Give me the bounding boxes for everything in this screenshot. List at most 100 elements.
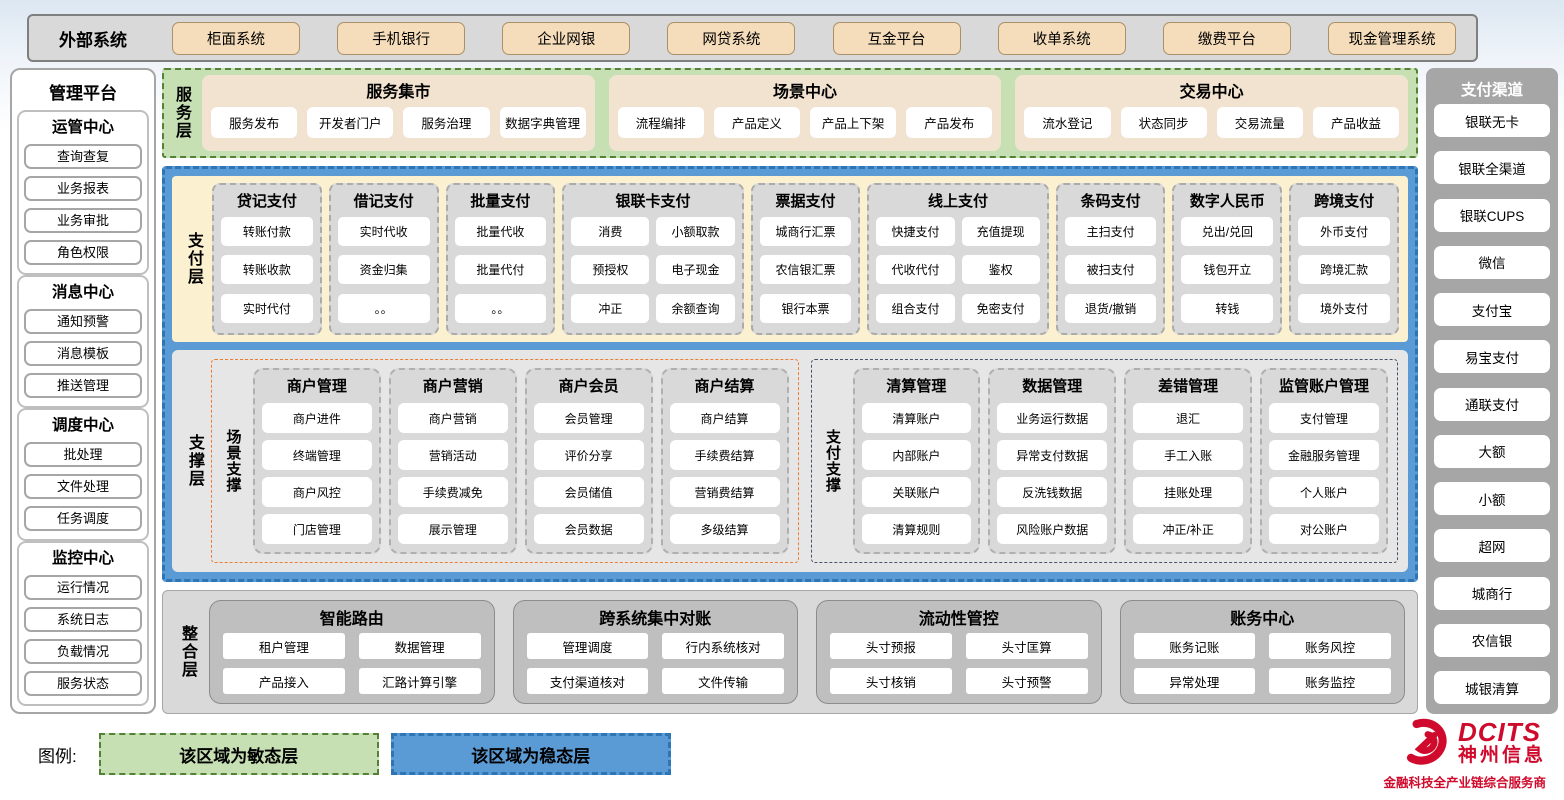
support-item-box: 多级结算 xyxy=(669,514,780,544)
payment-channel-box: 支付宝 xyxy=(1434,293,1550,326)
support-group: 支付支撑清算管理清算账户内部账户关联账户清算规则数据管理业务运行数据异常支付数据… xyxy=(810,359,1398,563)
service-item-box: 产品定义 xyxy=(713,107,801,138)
payment-item-box: 城商行汇票 xyxy=(759,216,852,246)
payment-column-title: 数字人民币 xyxy=(1189,193,1265,210)
integration-item-box: 头寸预报 xyxy=(830,633,952,659)
support-item-box: 终端管理 xyxy=(262,440,372,470)
support-group-label: 支付支撑 xyxy=(824,429,841,493)
payment-layer-label: 支付层 xyxy=(185,232,202,286)
management-group-title: 监控中心 xyxy=(51,550,114,567)
payment-item-box: 组合支付 xyxy=(876,293,955,323)
payment-items: 城商行汇票农信银汇票银行本票 xyxy=(759,213,852,326)
integration-item-box: 异常处理 xyxy=(1133,668,1256,694)
management-item-box: 服务状态 xyxy=(24,671,142,696)
integration-panel-title: 账务中心 xyxy=(1230,611,1295,628)
integration-item-box: 数据管理 xyxy=(358,633,481,659)
payment-item-box: 被扫支付 xyxy=(1064,255,1157,284)
service-item-box: 开发者门户 xyxy=(307,107,394,138)
management-item-box: 负载情况 xyxy=(24,639,142,664)
payment-item-box: 。。 xyxy=(337,293,430,323)
integration-item-box: 头寸核销 xyxy=(830,668,952,694)
payment-channel-box: 农信银 xyxy=(1434,623,1550,657)
integration-panel: 跨系统集中对账管理调度行内系统核对支付渠道核对文件传输 xyxy=(512,600,798,704)
support-column-title: 商户营销 xyxy=(422,378,483,395)
payment-column: 借记支付实时代收资金归集。。 xyxy=(328,183,439,335)
integration-item-box: 支付渠道核对 xyxy=(526,668,649,694)
service-panel: 服务集市服务发布开发者门户服务治理数据字典管理 xyxy=(202,75,595,151)
payment-column-title: 条码支付 xyxy=(1080,193,1141,210)
support-layer-label: 支撑层 xyxy=(186,434,203,488)
service-items: 流程编排产品定义产品上下架产品发布 xyxy=(617,102,993,143)
payment-column-title: 贷记支付 xyxy=(236,193,297,210)
payment-item-box: 预授权 xyxy=(571,255,650,284)
logo-tagline: 金融科技全产业链综合服务商 xyxy=(1383,776,1546,790)
management-group: 调度中心批处理文件处理任务调度 xyxy=(17,408,149,541)
payment-item-box: 钱包开立 xyxy=(1181,255,1274,284)
service-panel: 场景中心流程编排产品定义产品上下架产品发布 xyxy=(608,75,1002,151)
external-system-box: 网贷系统 xyxy=(667,21,796,55)
support-item-box: 对公账户 xyxy=(1269,514,1379,544)
payment-items: 快捷支付充值提现代收代付鉴权组合支付免密支付 xyxy=(876,213,1040,326)
payment-item-box: 电子现金 xyxy=(656,255,735,284)
management-item-box: 批处理 xyxy=(24,442,142,467)
payment-item-box: 充值提现 xyxy=(961,216,1040,246)
support-item-box: 手工入账 xyxy=(1133,440,1244,470)
external-systems-label: 外部系统 xyxy=(59,30,127,50)
payment-channel-box: 城银清算 xyxy=(1434,671,1550,704)
management-item-box: 业务审批 xyxy=(24,208,142,233)
service-item-box: 数据字典管理 xyxy=(499,107,586,138)
payment-column-title: 跨境支付 xyxy=(1314,193,1375,210)
management-item-box: 运行情况 xyxy=(24,575,142,600)
bottom-row: 图例: 该区域为敏态层该区域为稳态层 DCITS 神州信息 金融科技全产业链综合… xyxy=(10,714,1558,800)
integration-items: 管理调度行内系统核对支付渠道核对文件传输 xyxy=(526,633,784,694)
logo-company: 神州信息 xyxy=(1457,745,1546,766)
support-item-box: 金融服务管理 xyxy=(1269,440,1379,470)
integration-panel-title: 流动性管控 xyxy=(918,611,999,628)
payment-column-title: 批量支付 xyxy=(470,193,531,210)
support-column: 差错管理退汇手工入账挂账处理冲正/补正 xyxy=(1124,368,1253,554)
integration-panels: 智能路由租户管理数据管理产品接入汇路计算引擎跨系统集中对账管理调度行内系统核对支… xyxy=(209,600,1405,704)
support-column: 商户管理商户进件终端管理商户风控门店管理 xyxy=(253,368,381,554)
support-item-box: 手续费减免 xyxy=(397,477,508,507)
support-item-box: 会员数据 xyxy=(533,514,644,544)
support-column-title: 商户会员 xyxy=(558,378,619,395)
payment-item-box: 跨境汇款 xyxy=(1298,255,1391,284)
service-panel: 交易中心流水登记状态同步交易流量产品收益 xyxy=(1015,75,1409,151)
logo-text: DCITS 神州信息 xyxy=(1458,719,1546,767)
payment-item-box: 快捷支付 xyxy=(876,216,955,246)
support-item-box: 营销活动 xyxy=(397,440,508,470)
payment-item-box: 外币支付 xyxy=(1298,216,1391,246)
logo-brand: DCITS xyxy=(1457,717,1541,747)
payment-item-box: 转账付款 xyxy=(221,216,313,246)
integration-item-box: 汇路计算引擎 xyxy=(358,668,481,694)
integration-panel: 账务中心账务记账账务风控异常处理账务监控 xyxy=(1119,600,1405,704)
support-item-box: 清算账户 xyxy=(861,403,972,433)
support-item-box: 会员管理 xyxy=(533,403,644,433)
payment-channel-box: 银联CUPS xyxy=(1434,198,1550,232)
integration-panel: 流动性管控头寸预报头寸匡算头寸核销头寸预警 xyxy=(816,600,1102,704)
integration-item-box: 租户管理 xyxy=(223,633,345,659)
payment-item-box: 兑出/兑回 xyxy=(1181,216,1274,246)
support-item-box: 展示管理 xyxy=(397,514,508,544)
external-system-box: 手机银行 xyxy=(337,21,466,55)
support-item-box: 挂账处理 xyxy=(1133,477,1244,507)
service-item-box: 状态同步 xyxy=(1120,107,1207,138)
support-column-title: 清算管理 xyxy=(886,378,947,395)
management-item-box: 业务报表 xyxy=(24,176,142,201)
payment-column: 批量支付批量代收批量代付。。 xyxy=(445,183,556,335)
integration-items: 租户管理数据管理产品接入汇路计算引擎 xyxy=(223,633,481,694)
payment-item-box: 批量代付 xyxy=(454,255,547,284)
integration-panel-title: 跨系统集中对账 xyxy=(599,611,712,628)
payment-channel-box: 银联全渠道 xyxy=(1434,151,1550,185)
external-system-box: 企业网银 xyxy=(502,21,631,55)
service-layer-label: 服务层 xyxy=(173,86,190,140)
management-platform-panel: 管理平台 运管中心查询查复业务报表业务审批角色权限消息中心通知预警消息模板推送管… xyxy=(10,68,156,714)
management-group-title: 消息中心 xyxy=(51,284,114,301)
support-column-title: 监管账户管理 xyxy=(1279,378,1370,395)
payment-column: 贷记支付转账付款转账收款实时代付 xyxy=(212,183,322,335)
payment-items: 兑出/兑回钱包开立转钱 xyxy=(1181,213,1274,326)
payment-items: 实时代收资金归集。。 xyxy=(337,213,430,326)
payment-items: 外币支付跨境汇款境外支付 xyxy=(1298,213,1391,326)
support-item-box: 会员储值 xyxy=(533,477,644,507)
